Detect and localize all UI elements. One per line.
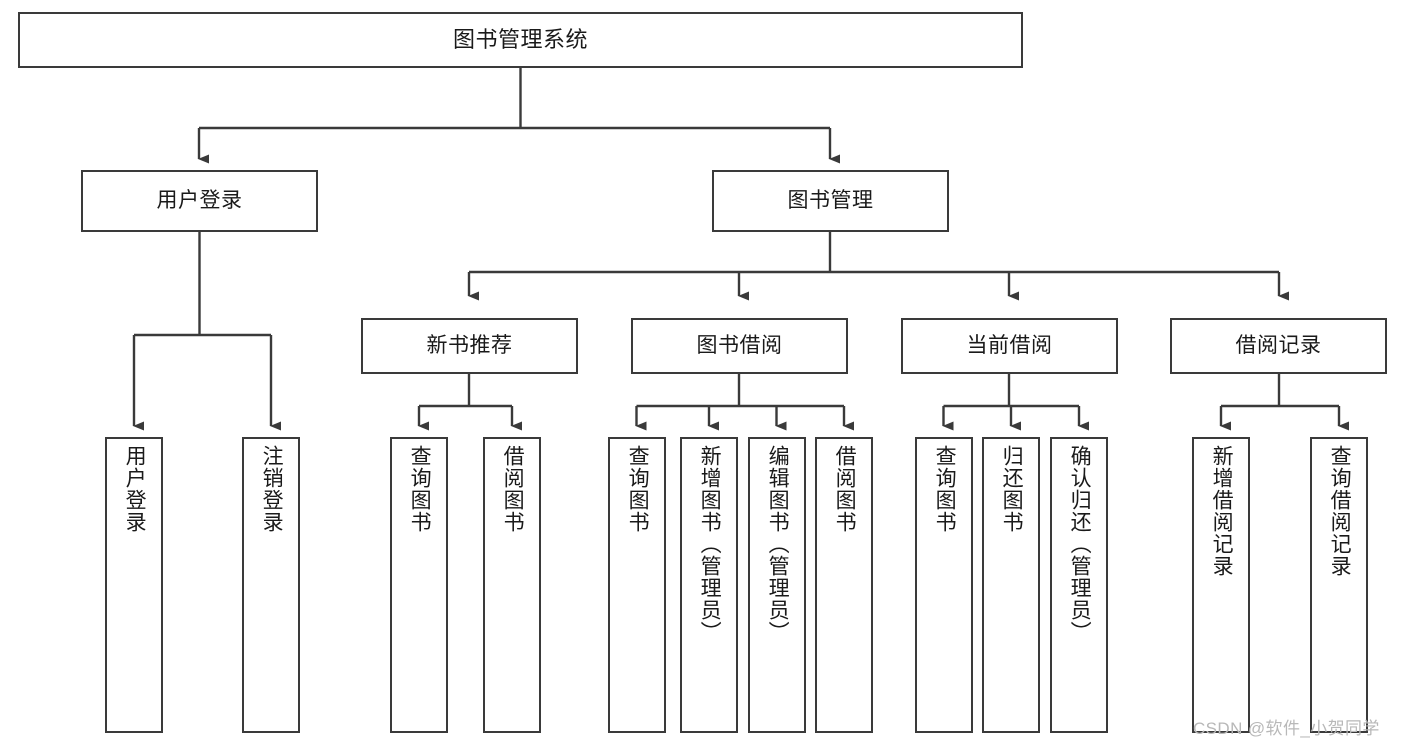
node-leaf-nb-borrow-book-label: 借阅图书 [501,445,525,533]
node-leaf-cb-confirm-return[interactable]: 确认归还（管理员） [1050,437,1108,733]
node-book-manage[interactable]: 图书管理 [712,170,949,232]
node-leaf-br-add-record-label: 新增借阅记录 [1210,445,1234,577]
node-leaf-bb-query-book-label: 查询图书 [626,445,650,533]
node-leaf-cb-return-book[interactable]: 归还图书 [982,437,1040,733]
node-leaf-bb-add-book-label: 新增图书（管理员） [698,445,722,643]
node-leaf-br-query-record-label: 查询借阅记录 [1328,445,1352,577]
node-leaf-cb-query-book[interactable]: 查询图书 [915,437,973,733]
node-leaf-nb-query-book[interactable]: 查询图书 [390,437,448,733]
node-leaf-cb-return-book-label: 归还图书 [1000,445,1024,533]
node-leaf-nb-query-book-label: 查询图书 [408,445,432,533]
node-leaf-logout-label: 注销登录 [260,445,284,533]
node-leaf-bb-borrow-book-label: 借阅图书 [833,445,857,533]
node-current-borrow[interactable]: 当前借阅 [901,318,1118,374]
node-leaf-bb-add-book[interactable]: 新增图书（管理员） [680,437,738,733]
node-leaf-user-login[interactable]: 用户登录 [105,437,163,733]
node-new-book-recommend-label: 新书推荐 [426,333,513,357]
node-leaf-bb-edit-book[interactable]: 编辑图书（管理员） [748,437,806,733]
node-borrow-record[interactable]: 借阅记录 [1170,318,1387,374]
node-leaf-nb-borrow-book[interactable]: 借阅图书 [483,437,541,733]
node-leaf-bb-edit-book-label: 编辑图书（管理员） [766,445,790,643]
node-book-borrow[interactable]: 图书借阅 [631,318,848,374]
node-leaf-br-query-record[interactable]: 查询借阅记录 [1310,437,1368,733]
node-leaf-cb-confirm-return-label: 确认归还（管理员） [1068,445,1092,643]
node-borrow-record-label: 借阅记录 [1235,333,1322,357]
node-new-book-recommend[interactable]: 新书推荐 [361,318,578,374]
node-leaf-logout[interactable]: 注销登录 [242,437,300,733]
node-user-login[interactable]: 用户登录 [81,170,318,232]
node-leaf-cb-query-book-label: 查询图书 [933,445,957,533]
node-book-borrow-label: 图书借阅 [696,333,783,357]
node-leaf-br-add-record[interactable]: 新增借阅记录 [1192,437,1250,733]
node-user-login-label: 用户登录 [156,188,243,212]
node-book-manage-label: 图书管理 [787,188,874,212]
node-root-system[interactable]: 图书管理系统 [18,12,1023,68]
node-leaf-bb-borrow-book[interactable]: 借阅图书 [815,437,873,733]
node-leaf-user-login-label: 用户登录 [123,445,147,533]
node-root-system-label: 图书管理系统 [452,27,588,53]
node-current-borrow-label: 当前借阅 [966,333,1053,357]
node-leaf-bb-query-book[interactable]: 查询图书 [608,437,666,733]
